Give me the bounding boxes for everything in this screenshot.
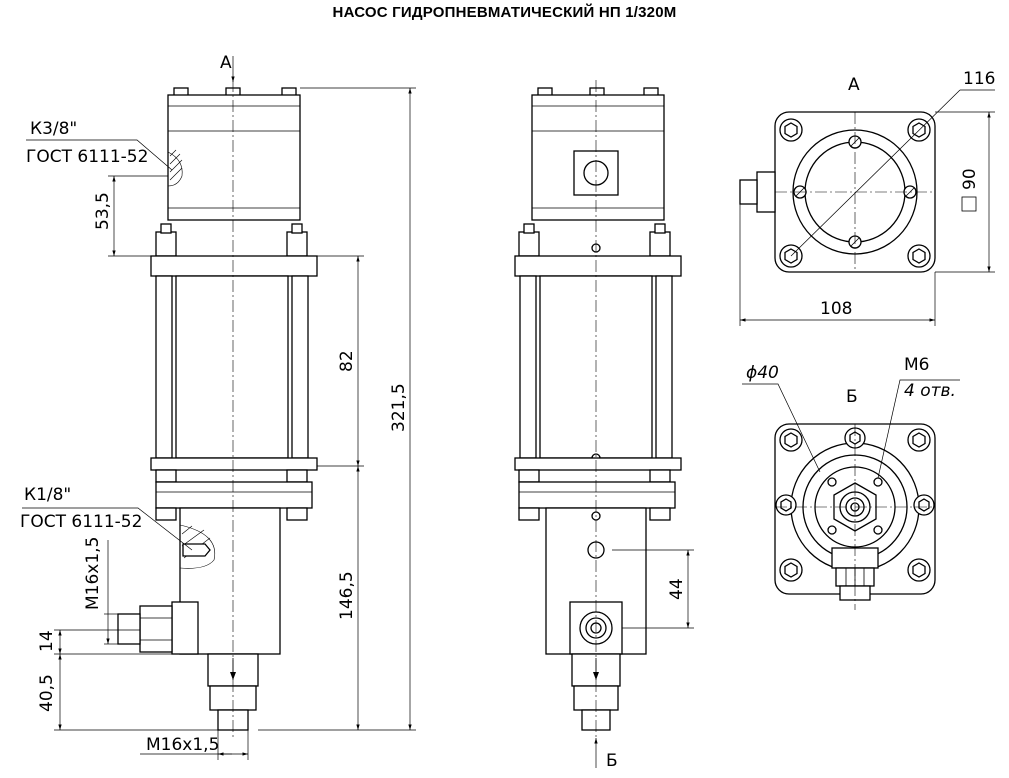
view-b-label: Б [846, 387, 858, 407]
dim-53-5: 53,5 [93, 192, 113, 230]
dim-116: 116 [963, 69, 995, 89]
dim-82: 82 [337, 350, 357, 372]
front-view: А К3/8" ГОСТ 6111-52 К1/8" ГОСТ 6111-52 [20, 53, 318, 740]
head-block [167, 94, 301, 221]
nut-icon [155, 231, 177, 257]
view-arrow-b-label: Б [606, 751, 618, 771]
hole-thread-label: М6 [904, 355, 929, 375]
dim-14: 14 [37, 630, 57, 652]
side-view: Б 44 [514, 80, 694, 771]
dim-40-5: 40,5 [37, 674, 57, 712]
view-a: А 116 90 108 [739, 69, 995, 326]
air-cylinder [175, 275, 289, 459]
thread-top-label-1: К3/8" [30, 119, 77, 139]
dim-m16-bottom: М16х1,5 [146, 735, 219, 755]
view-b: Б ϕ40 М6 [742, 355, 960, 610]
dim-108: 108 [820, 299, 852, 319]
thread-bottom-label-2: ГОСТ 6111-52 [20, 512, 142, 532]
dim-146-5: 146,5 [337, 571, 357, 620]
hole-count-label: 4 отв. [904, 381, 956, 401]
dim-321-5: 321,5 [389, 383, 409, 432]
top-flange [150, 255, 318, 277]
dim-phi40: ϕ40 [746, 363, 779, 383]
drawing-title: НАСОС ГИДРОПНЕВМАТИЧЕСКИЙ НП 1/320М [332, 4, 677, 21]
dim-m16-side: М16х1,5 [83, 537, 103, 610]
dim-90: 90 [960, 168, 980, 190]
front-view-dimensions: 53,5 82 321,5 146,5 М16х1,5 14 40,5 М16х… [37, 87, 416, 760]
dim-44: 44 [667, 578, 687, 600]
view-arrow-a-label: А [220, 53, 232, 73]
view-a-label: А [848, 75, 860, 95]
thread-bottom-label-1: К1/8" [24, 485, 71, 505]
thread-top-label-2: ГОСТ 6111-52 [26, 147, 148, 167]
